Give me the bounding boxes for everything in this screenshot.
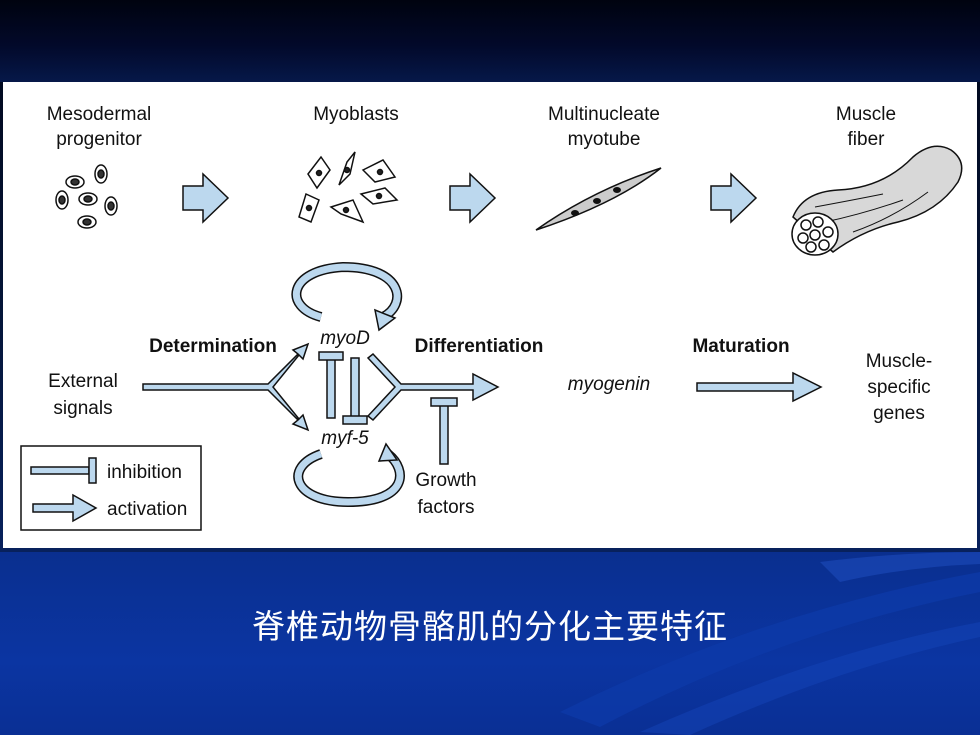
stage-label-myoblasts: Myoblasts [313, 104, 399, 125]
growth-factors-line2: factors [417, 497, 474, 518]
differentiation-label: Differentiation [415, 336, 544, 357]
stage-label-mesodermal: Mesodermal progenitor [47, 104, 152, 150]
stage-label-muscle-fiber: Muscle fiber [836, 104, 896, 150]
stage-arrow-3 [710, 172, 758, 224]
slide-caption: 脊椎动物骨骼肌的分化主要特征 [252, 607, 728, 646]
stage-arrow-1 [182, 172, 230, 224]
determination-label: Determination [149, 336, 277, 357]
external-signals-line1: External [48, 371, 118, 392]
diagram-panel: Mesodermal progenitor Myoblasts Multinuc… [3, 82, 977, 548]
myf5-autoregulation-loop [293, 442, 405, 508]
myod-gene-label: myoD [320, 328, 370, 349]
muscle-differentiation-diagram: Mesodermal progenitor Myoblasts Multinuc… [20, 104, 963, 531]
stage-label-myotube: Multinucleate myotube [548, 104, 660, 150]
output-line1: Muscle- [866, 351, 933, 372]
legend-box: inhibition activation [20, 445, 202, 531]
legend-activation-symbol [32, 493, 98, 523]
external-signals-arrow [142, 342, 310, 432]
legend-inhibition-label: inhibition [107, 462, 182, 483]
stage-4-line1: Muscle [836, 104, 896, 125]
slide-footer-band [0, 552, 980, 735]
growth-factors-inhibition [430, 397, 458, 465]
myod-autoregulation-loop [291, 261, 403, 332]
maturation-label: Maturation [692, 336, 789, 357]
myotube-illustration [535, 167, 662, 231]
myoblasts-illustration [298, 151, 399, 224]
stage-3-line1: Multinucleate [548, 104, 660, 125]
growth-factors-line1: Growth [415, 470, 476, 491]
stage-3-line2: myotube [568, 129, 641, 150]
slide-header-band [0, 0, 980, 82]
muscle-fiber-illustration [791, 145, 963, 256]
stage-1-line2: progenitor [56, 129, 142, 150]
mutual-inhibition-symbol [318, 351, 368, 425]
progenitor-cells-illustration [55, 164, 118, 229]
legend-activation-label: activation [107, 499, 187, 520]
myogenin-gene-label: myogenin [568, 374, 650, 395]
stage-4-line2: fiber [848, 129, 886, 150]
stage-2-line1: Myoblasts [313, 104, 399, 125]
differentiation-arrow [366, 352, 500, 422]
stage-arrow-2 [449, 172, 497, 224]
stage-1-line1: Mesodermal [47, 104, 152, 125]
external-signals-line2: signals [53, 398, 112, 419]
myf5-gene-label: myf-5 [321, 428, 369, 449]
legend-inhibition-symbol [30, 457, 97, 484]
output-line2: specific [867, 377, 930, 398]
maturation-arrow [696, 371, 823, 403]
output-line3: genes [873, 403, 925, 424]
decorative-swoosh [560, 552, 980, 735]
